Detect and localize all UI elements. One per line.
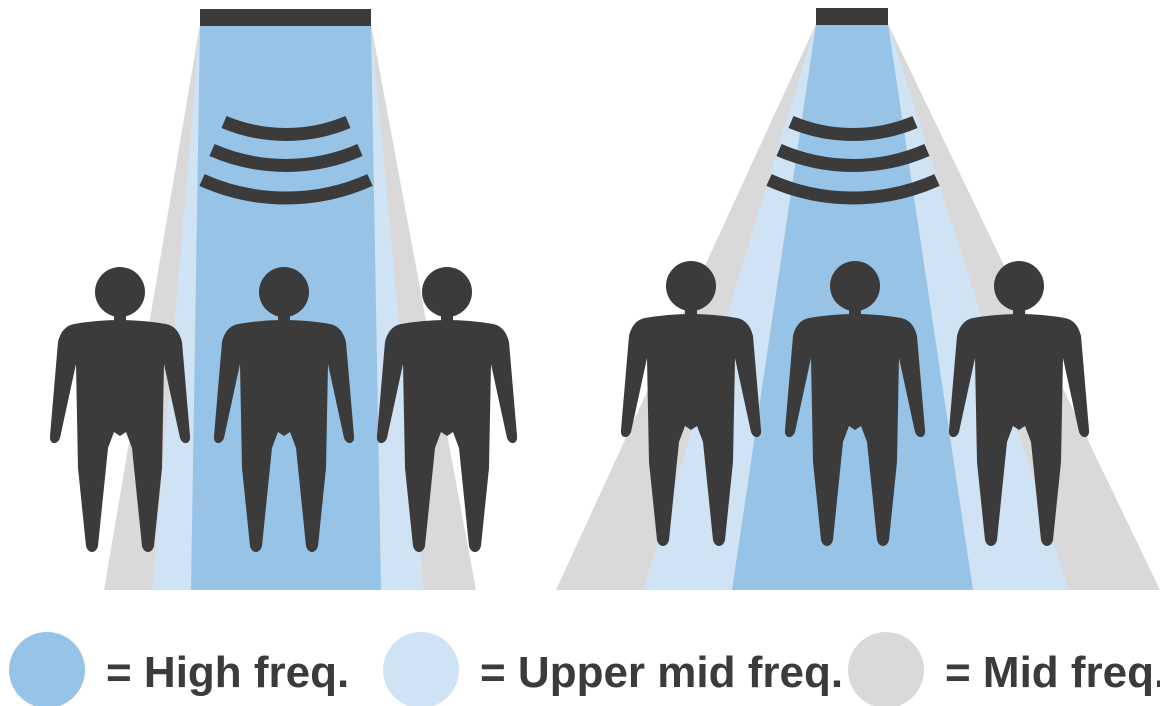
panel-wide-beam xyxy=(556,8,1160,590)
high-freq-swatch xyxy=(9,632,85,706)
upper-mid-freq-label: = Upper mid freq. xyxy=(480,651,843,695)
panel-narrow-beam xyxy=(50,9,517,590)
high-freq-label: = High freq. xyxy=(106,651,349,695)
mid-freq-label: = Mid freq. xyxy=(945,651,1160,695)
speaker-bar xyxy=(816,8,888,25)
upper-mid-freq-swatch xyxy=(383,632,459,706)
mid-freq-swatch xyxy=(848,632,924,706)
speaker-bar xyxy=(200,9,371,26)
